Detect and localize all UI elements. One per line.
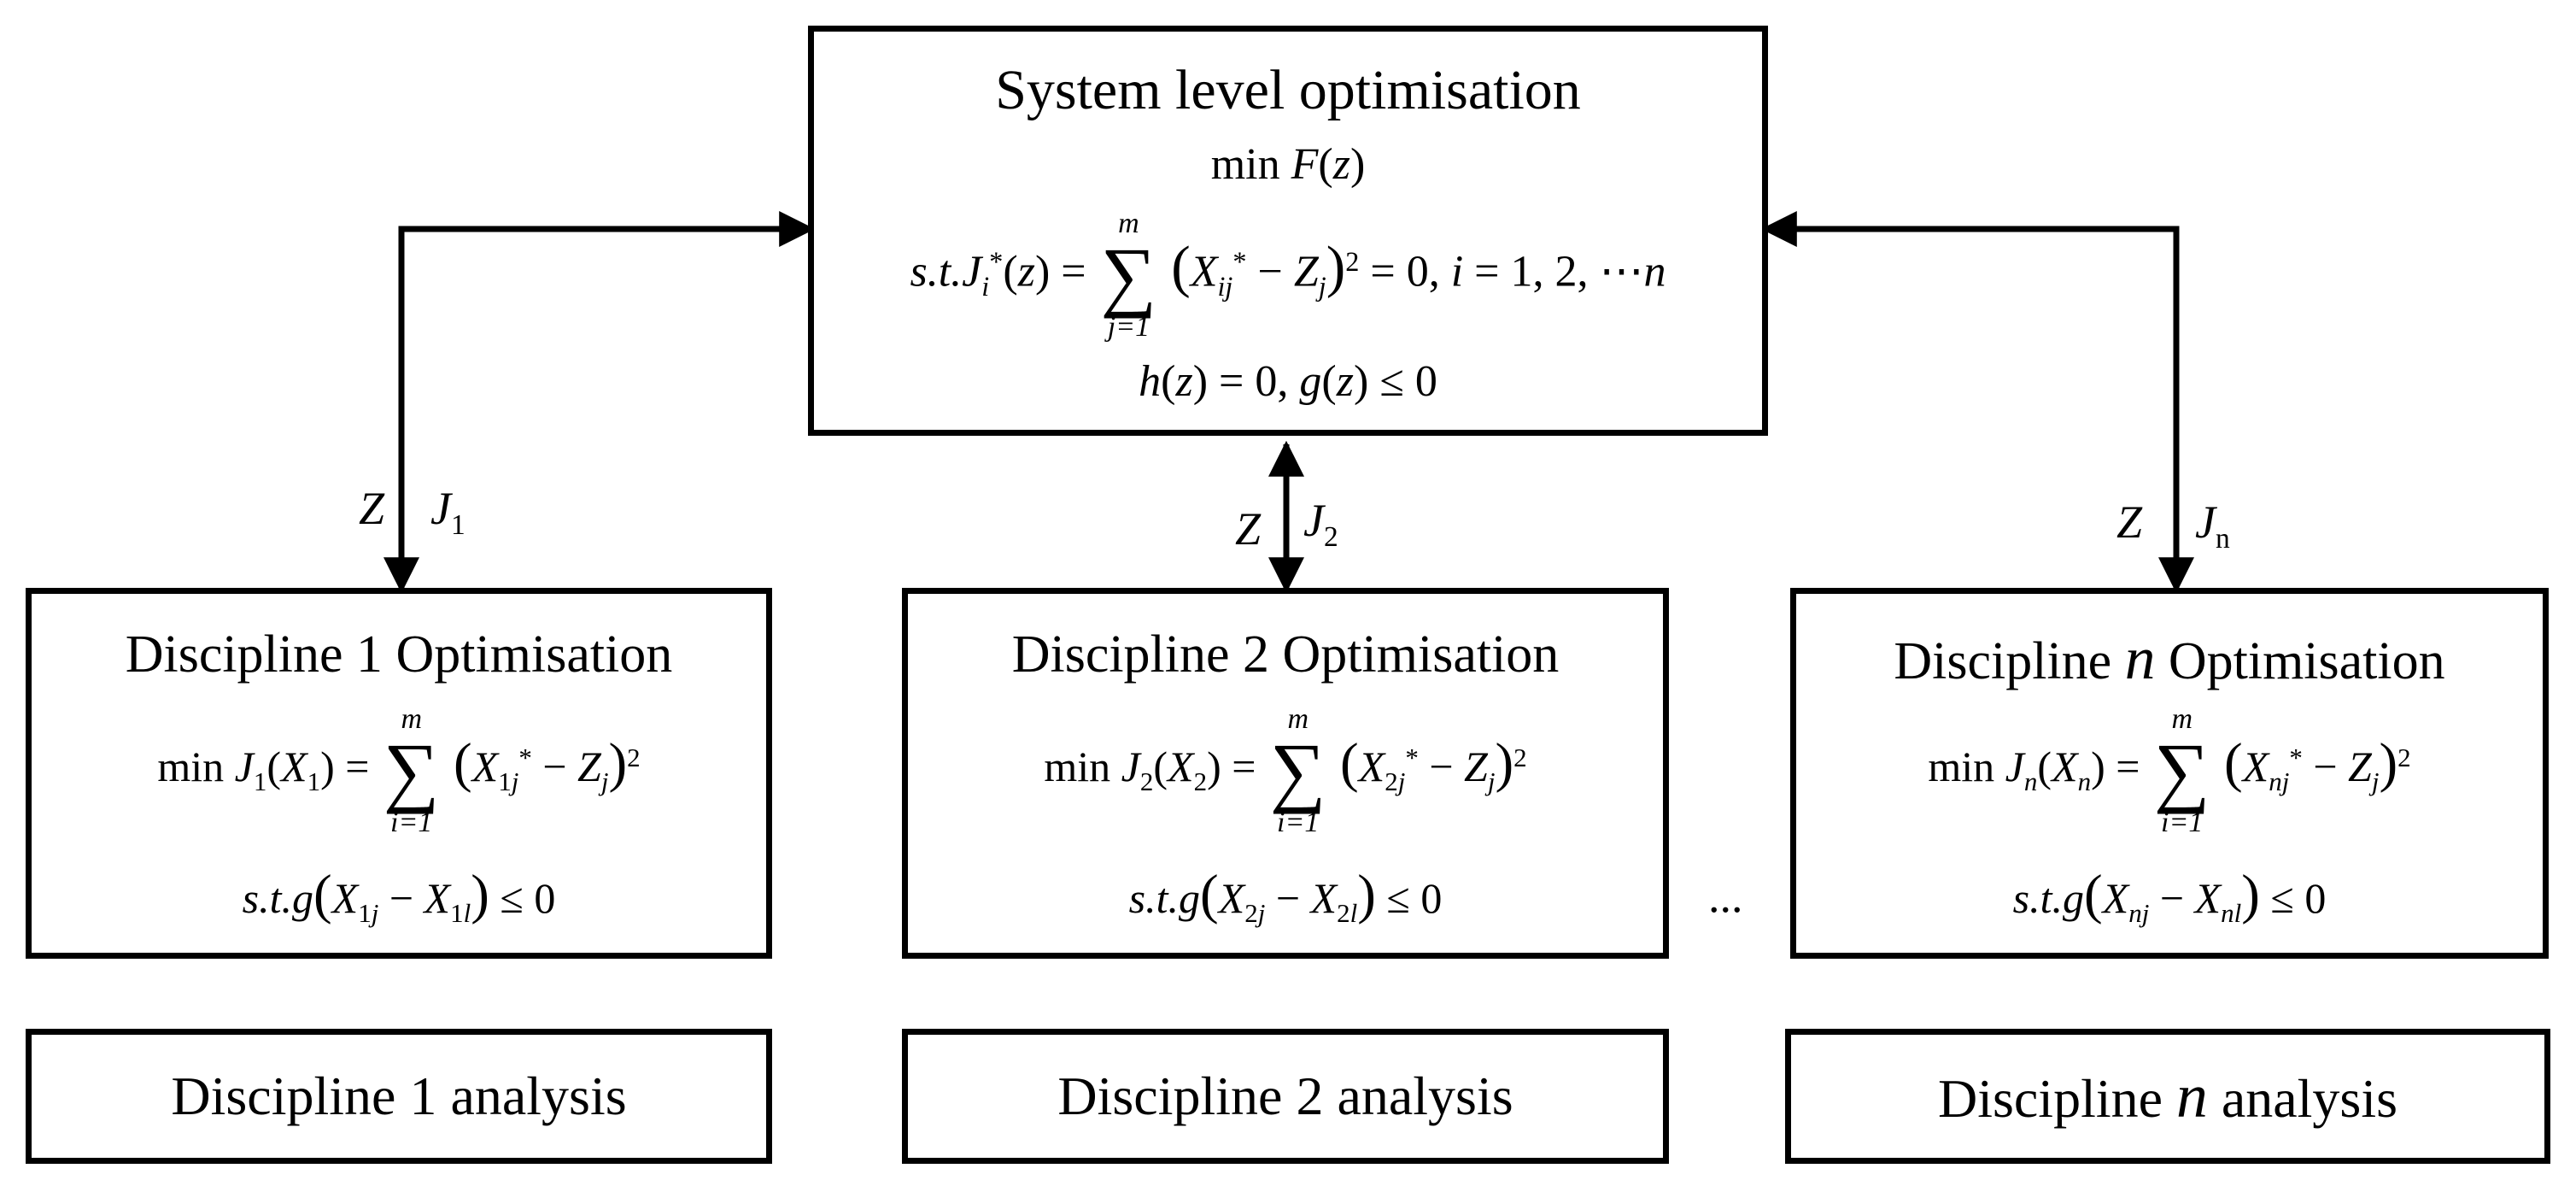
discipline-n-title: Discipline n Optimisation xyxy=(1894,625,2445,692)
system-objective: min F(z) xyxy=(1210,140,1366,189)
discipline-2-title: Discipline 2 Optimisation xyxy=(1011,625,1560,684)
discipline-n-analysis-label: Discipline n analysis xyxy=(1937,1060,2398,1131)
discipline-1-optimisation-box: Discipline 1 Optimisation min J1(X1) = m… xyxy=(26,588,772,959)
discipline-1-constraint: s.t.g(X1j − X1l) ≤ 0 xyxy=(242,864,556,928)
system-title: System level optimisation xyxy=(995,59,1581,121)
discipline-n-optimisation-box: Discipline n Optimisation min Jn(Xn) = m… xyxy=(1790,588,2549,959)
link-label-right-z: Z xyxy=(2116,496,2143,548)
system-consistency-constraint: s.t.Ji*(z) = m∑j=1 (Xij* − Zj)2 = 0, i =… xyxy=(910,208,1666,343)
connector-right xyxy=(1760,211,2194,594)
discipline-n-analysis-box: Discipline n analysis xyxy=(1785,1029,2550,1164)
discipline-n-objective: min Jn(Xn) = m∑i=1 (Xnj* − Zj)2 xyxy=(1928,703,2411,839)
link-label-middle-j: J2 xyxy=(1303,495,1338,553)
discipline-1-analysis-label: Discipline 1 analysis xyxy=(171,1066,627,1126)
discipline-1-title: Discipline 1 Optimisation xyxy=(125,625,673,684)
ellipsis: ... xyxy=(1708,871,1743,922)
discipline-2-analysis-box: Discipline 2 analysis xyxy=(902,1029,1669,1164)
discipline-2-constraint: s.t.g(X2j − X2l) ≤ 0 xyxy=(1128,864,1443,928)
system-constraints: h(z) = 0, g(z) ≤ 0 xyxy=(1139,357,1437,406)
discipline-2-objective: min J2(X2) = m∑i=1 (X2j* − Zj)2 xyxy=(1044,703,1527,839)
link-label-left-j: J1 xyxy=(430,483,465,541)
discipline-n-constraint: s.t.g(Xnj − Xnl) ≤ 0 xyxy=(2012,864,2327,928)
discipline-2-analysis-label: Discipline 2 analysis xyxy=(1057,1066,1513,1126)
system-level-box: System level optimisation min F(z) s.t.J… xyxy=(808,26,1768,436)
discipline-1-analysis-box: Discipline 1 analysis xyxy=(26,1029,772,1164)
link-label-left-z: Z xyxy=(359,483,385,534)
link-label-right-j: Jn xyxy=(2195,496,2230,555)
link-label-middle-z: Z xyxy=(1235,503,1262,555)
connector-left xyxy=(383,211,816,594)
discipline-2-optimisation-box: Discipline 2 Optimisation min J2(X2) = m… xyxy=(902,588,1669,959)
discipline-1-objective: min J1(X1) = m∑i=1 (X1j* − Zj)2 xyxy=(157,703,641,839)
